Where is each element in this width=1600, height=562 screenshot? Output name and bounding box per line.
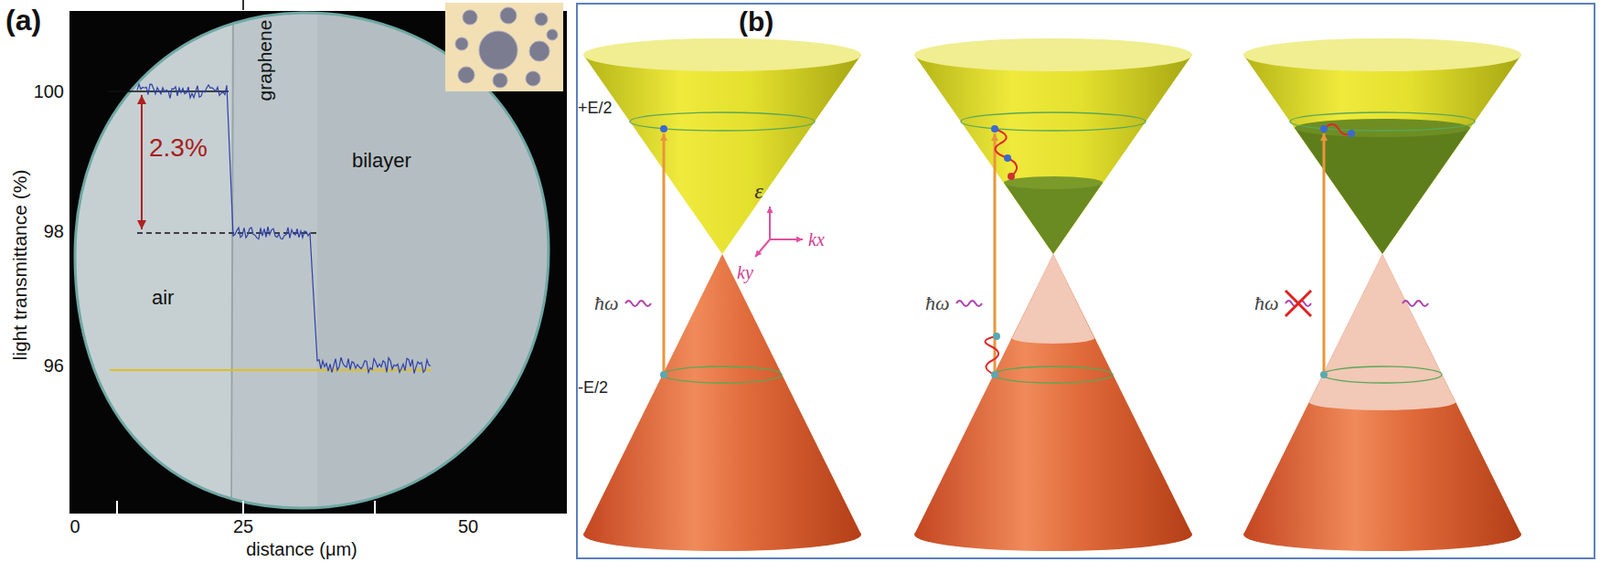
- axis-symbol: kx: [808, 229, 825, 251]
- panel-frame: [576, 3, 1595, 559]
- region-label: graphene: [254, 20, 277, 102]
- photon-label: ħω: [594, 291, 619, 315]
- tick-label: 0: [69, 516, 80, 538]
- photon-label: ħω: [1254, 291, 1280, 315]
- axis-title: distance (μm): [245, 539, 358, 561]
- photon-label: ħω: [925, 291, 950, 315]
- axis-symbol: ky: [736, 262, 754, 284]
- region-label: air: [151, 286, 174, 310]
- tick-label: 50: [458, 516, 479, 538]
- tick-label: 25: [233, 516, 254, 538]
- region-label: bilayer: [352, 149, 412, 172]
- dirac-cone: [583, 38, 862, 552]
- step-value: 2.3%: [149, 133, 208, 163]
- axis-symbol: ε: [754, 179, 763, 205]
- axis-title: light transmittance (%): [9, 170, 32, 362]
- panel-letter: (b): [738, 6, 774, 39]
- energy-label: -E/2: [577, 378, 608, 398]
- tick-label: 100: [33, 81, 64, 103]
- dirac-cone: [914, 38, 1193, 552]
- panel-letter: (a): [5, 3, 42, 38]
- tick-label: 98: [43, 221, 64, 243]
- transmittance-photo: [69, 0, 574, 549]
- energy-label: +E/2: [577, 98, 613, 118]
- tick-label: 96: [43, 355, 64, 377]
- dirac-cone: [1243, 38, 1522, 552]
